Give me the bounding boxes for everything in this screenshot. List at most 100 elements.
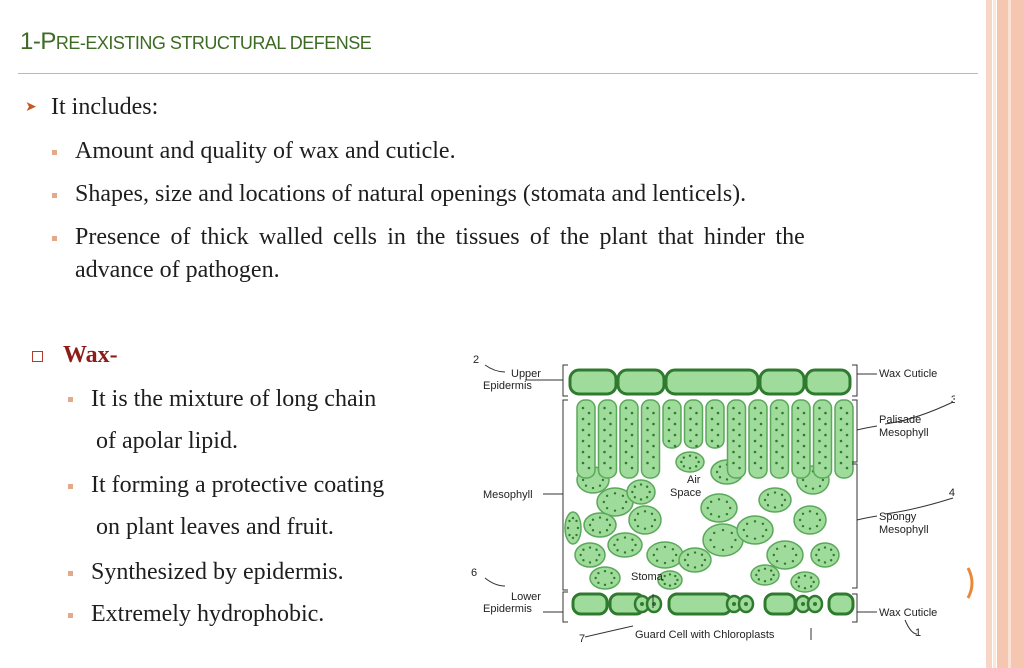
chloroplast — [775, 547, 779, 551]
chloroplast — [630, 444, 634, 448]
chloroplast — [839, 428, 843, 432]
chloroplast — [689, 428, 692, 432]
label-palisade: Palisade — [879, 414, 921, 426]
chloroplast — [732, 428, 735, 432]
chloroplast — [568, 533, 571, 537]
chloroplast — [761, 534, 765, 538]
epidermis-cell — [664, 368, 760, 396]
chloroplast — [716, 422, 720, 426]
chloroplast — [839, 461, 843, 465]
chloroplast — [682, 465, 686, 468]
chloroplast — [595, 548, 598, 551]
chloroplast — [732, 417, 735, 421]
chloroplast — [759, 411, 763, 415]
palisade-cell — [683, 399, 704, 449]
epidermis-cell — [804, 368, 852, 396]
chloroplast — [721, 548, 725, 552]
palisade-cell — [791, 399, 811, 479]
chloroplast — [808, 527, 812, 530]
chloroplast — [732, 406, 735, 410]
chloroplast — [652, 466, 655, 470]
chloroplast — [588, 523, 592, 527]
chloroplast — [753, 461, 757, 465]
label-upper: Upper — [511, 368, 541, 380]
intro-text: It includes: — [51, 94, 159, 120]
chloroplast — [663, 582, 666, 586]
chloroplast — [716, 433, 720, 437]
epidermis-cell — [763, 592, 797, 616]
chloroplast — [603, 417, 606, 421]
list-item: Presence of thick walled cells in the ti… — [75, 224, 805, 250]
chloroplast — [587, 444, 591, 448]
chloroplast — [753, 520, 757, 523]
square-bullet-icon — [52, 193, 57, 198]
chloroplast — [775, 417, 778, 421]
chloroplast — [673, 411, 677, 415]
chloroplast — [609, 466, 612, 470]
label-lower: Lower — [511, 591, 541, 603]
chloroplast — [581, 461, 585, 465]
chloroplast — [605, 506, 609, 510]
chloroplast — [686, 564, 690, 567]
left-brackets — [484, 364, 954, 640]
chloroplast — [643, 527, 647, 530]
label-number: 6 — [471, 567, 477, 579]
chloroplast — [775, 428, 778, 432]
leaf-cross-section-diagram: 2 Upper Epidermis Mesophyll 6 Lower Epid… — [471, 354, 955, 645]
palisade-cell — [619, 399, 639, 479]
chloroplast — [839, 439, 843, 443]
chloroplast — [703, 558, 707, 562]
chloroplast — [813, 602, 817, 606]
chloroplast — [682, 456, 686, 459]
slide-title: 1-Pre-existing structural defense — [20, 28, 372, 56]
chloroplast — [598, 516, 602, 519]
label-number: 3 — [951, 394, 955, 406]
square-bullet-icon — [68, 571, 73, 576]
chloroplast — [716, 444, 720, 448]
chloroplast — [796, 439, 800, 443]
chloroplast — [576, 526, 580, 530]
chloroplast — [689, 439, 692, 443]
chloroplast — [630, 433, 634, 437]
chloroplast — [689, 417, 692, 421]
chloroplast — [646, 439, 649, 443]
chloroplast — [663, 561, 667, 565]
chloroplast — [674, 582, 677, 586]
chloroplast — [603, 439, 606, 443]
chloroplast — [744, 602, 748, 606]
chloroplast — [595, 559, 598, 562]
chloroplast — [686, 553, 690, 556]
chloroplast — [753, 417, 757, 421]
chloroplast — [718, 476, 722, 479]
chloroplast — [818, 417, 821, 421]
chloroplast — [613, 492, 617, 495]
palisade-cell — [769, 399, 790, 479]
chloroplast — [603, 569, 607, 573]
chloroplast — [587, 411, 591, 415]
chloroplast — [802, 411, 806, 415]
chloroplast — [796, 406, 800, 410]
chloroplast — [709, 500, 713, 504]
chloroplast — [610, 581, 613, 585]
wax-point: It forming a protective coating — [91, 472, 385, 498]
palisade-cell — [812, 399, 833, 479]
epidermis-cell — [568, 368, 618, 396]
chloroplast — [591, 518, 595, 521]
chloroplast — [639, 483, 643, 486]
palisade-cell — [662, 399, 682, 449]
chloroplast — [624, 461, 628, 465]
chloroplast — [753, 406, 757, 410]
chloroplast — [582, 559, 585, 562]
chloroplast — [695, 411, 698, 415]
chloroplast — [845, 433, 849, 437]
chloroplast — [693, 566, 697, 569]
chloroplast — [624, 406, 628, 410]
chloroplast — [817, 548, 821, 551]
chloroplast — [824, 466, 827, 470]
chloroplast — [581, 450, 585, 454]
label-number: 7 — [579, 633, 585, 645]
label-epidermis: Epidermis — [483, 603, 532, 615]
chloroplast — [636, 512, 640, 516]
chloroplast — [775, 559, 779, 563]
chloroplast — [801, 478, 805, 482]
